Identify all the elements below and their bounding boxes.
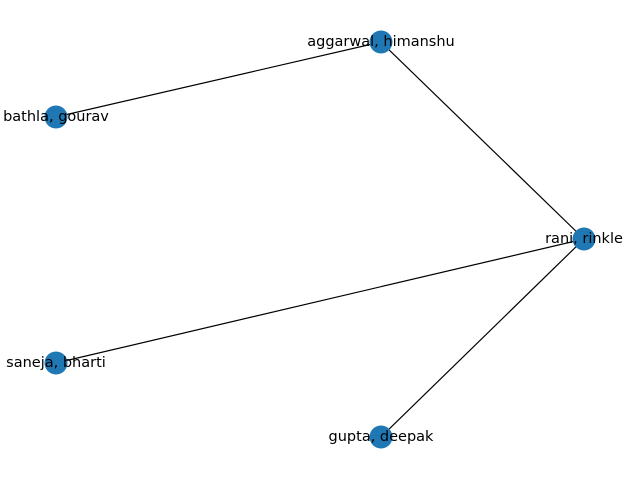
node-saneja — [44, 351, 68, 375]
edges-layer — [55, 41, 585, 438]
node-label-gupta: gupta, deepak — [329, 429, 435, 445]
node-bathla — [44, 105, 68, 129]
edge-bathla-aggarwal — [55, 41, 382, 118]
edge-gupta-rani — [380, 238, 585, 438]
node-label-aggarwal: aggarwal, himanshu — [307, 34, 455, 50]
node-aggarwal — [369, 30, 393, 54]
node-gupta — [369, 425, 393, 449]
node-label-rani: rani, rinkle — [545, 231, 623, 247]
nodes-layer — [44, 30, 596, 449]
edge-aggarwal-rani — [380, 41, 585, 240]
node-label-bathla: bathla, gourav — [3, 109, 109, 125]
node-label-saneja: saneja, bharti — [6, 355, 106, 371]
labels-layer: aggarwal, himanshu bathla, gourav rani, ri… — [3, 34, 623, 445]
edge-saneja-rani — [55, 238, 585, 364]
node-rani — [572, 227, 596, 251]
